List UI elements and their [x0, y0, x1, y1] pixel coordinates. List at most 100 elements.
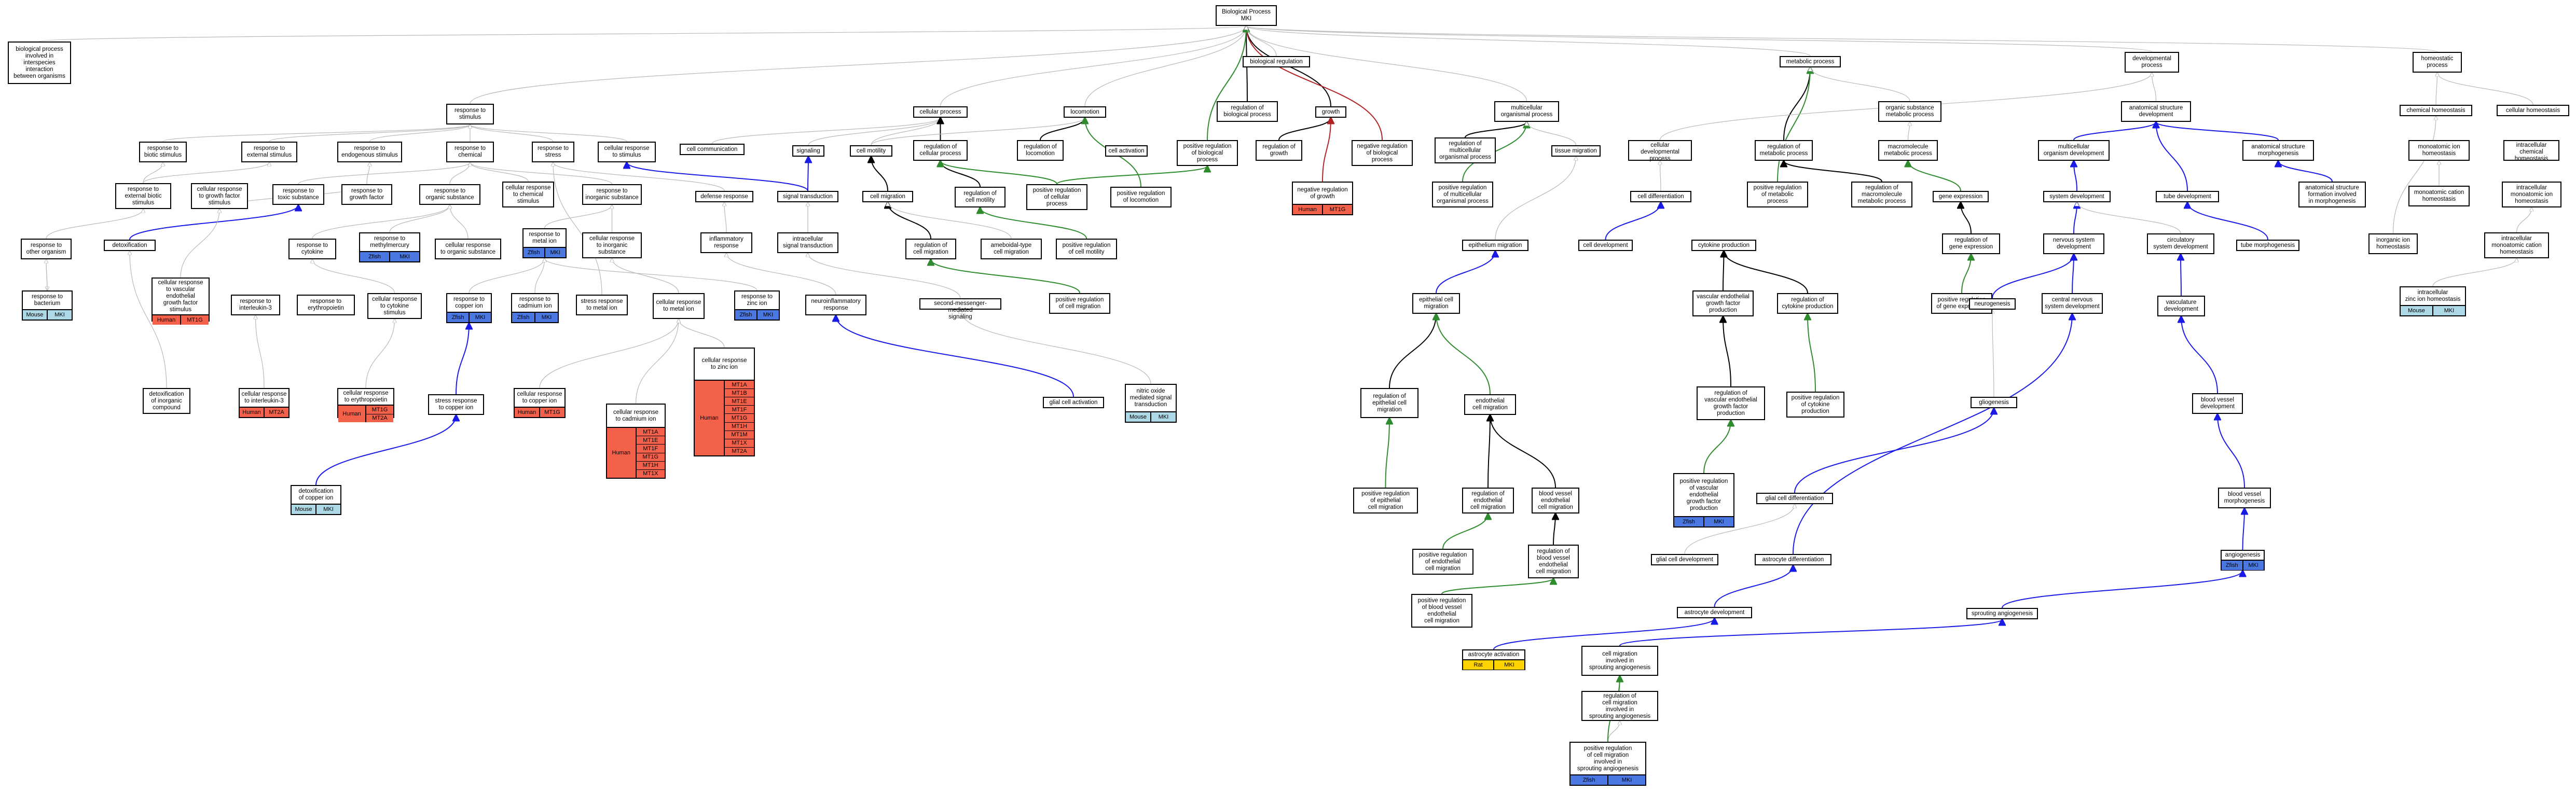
go-term-anatdev[interactable]: anatomical structure development — [2121, 101, 2191, 122]
go-term-orgsubmet[interactable]: organic substance metabolic process — [1878, 101, 1941, 122]
go-term-regcytoprod[interactable]: regulation of cytokine production — [1777, 293, 1838, 314]
go-term-regcellmiginv[interactable]: regulation of cell migration involved in… — [1581, 691, 1658, 721]
go-term-cellproc[interactable]: cellular process — [913, 106, 968, 118]
go-term-monohomeo[interactable]: monoatomic ion homeostasis — [2408, 140, 2470, 161]
go-term-regepimig[interactable]: regulation of epithelial cell migration — [1360, 388, 1418, 418]
go-term-regloco[interactable]: regulation of locomotion — [1017, 140, 1064, 161]
go-term-locomotion[interactable]: locomotion — [1064, 106, 1106, 118]
go-term-astrodev[interactable]: astrocyte development — [1677, 607, 1752, 618]
go-term-celldevproc[interactable]: cellular developmental process — [1628, 140, 1692, 162]
go-term-glialact[interactable]: glial cell activation — [1043, 397, 1104, 408]
go-term-rextbiotic[interactable]: response to external biotic stimulus — [115, 183, 171, 209]
go-term-posregvegf[interactable]: positive regulation of vascular endothel… — [1673, 473, 1734, 528]
go-term-crinterleukin[interactable]: response to interleukin-3 — [231, 295, 280, 315]
go-term-metabolic[interactable]: metabolic process — [1780, 56, 1841, 67]
go-term-regmacromet[interactable]: regulation of macromolecule metabolic pr… — [1851, 182, 1912, 207]
go-term-glialdev[interactable]: glial cell development — [1651, 554, 1718, 565]
go-term-celldiff[interactable]: cell differentiation — [1630, 191, 1691, 202]
go-term-bvmorph[interactable]: blood vessel morphogenesis — [2218, 488, 2271, 508]
go-term-secmsg[interactable]: second-messenger-mediated signaling — [919, 298, 1001, 320]
go-term-astrodiff[interactable]: astrocyte differentiation — [1755, 554, 1831, 565]
go-term-regbvendomig[interactable]: regulation of blood vessel endothelial c… — [1528, 545, 1579, 578]
go-term-posregcellmot[interactable]: positive regulation of cell motility — [1056, 239, 1117, 259]
go-term-rts[interactable]: response to stimulus — [446, 104, 494, 124]
go-term-sigtrans[interactable]: signal transduction — [777, 191, 838, 202]
go-term-crinorg[interactable]: cellular response to inorganic substance — [582, 232, 642, 258]
go-term-regmet[interactable]: regulation of metabolic process — [1755, 140, 1813, 161]
go-term-crgf[interactable]: cellular response to growth factor stimu… — [191, 183, 248, 209]
go-term-rother[interactable]: response to other organism — [21, 239, 72, 259]
go-term-intramonocation[interactable]: intracellular monoatomic cation homeosta… — [2484, 232, 2549, 258]
go-term-reggeneexp[interactable]: regulation of gene expression — [1942, 233, 2000, 254]
go-term-rext[interactable]: response to external stimulus — [241, 142, 297, 162]
go-term-regbp[interactable]: regulation of biological process — [1217, 101, 1278, 122]
go-term-epimig[interactable]: epithelium migration — [1462, 240, 1528, 251]
go-term-rorgsub[interactable]: response to organic substance — [419, 184, 480, 205]
go-term-signaling[interactable]: signaling — [792, 145, 824, 157]
go-term-circdev[interactable]: circulatory system development — [2147, 233, 2214, 254]
go-term-geneexp[interactable]: gene expression — [1933, 191, 1989, 202]
go-term-rerythro[interactable]: response to erythropoietin — [297, 295, 355, 315]
go-term-homeoproc[interactable]: homeostatic process — [2413, 52, 2462, 73]
go-term-cellact[interactable]: cell activation — [1105, 145, 1148, 157]
go-term-regcellproc[interactable]: regulation of cellular process — [913, 140, 968, 161]
go-term-devproc[interactable]: developmental process — [2125, 52, 2179, 73]
go-term-rcytokine[interactable]: response to cytokine — [288, 239, 336, 259]
go-term-growth[interactable]: growth — [1315, 106, 1346, 118]
go-term-multiproc[interactable]: multicellular organismal process — [1494, 101, 1559, 122]
go-term-sprouting[interactable]: sprouting angiogenesis — [1966, 608, 2038, 619]
go-term-crcytokine[interactable]: cellular response to cytokine stimulus — [367, 293, 422, 319]
go-term-cellmiginv[interactable]: cell migration involved in sprouting ang… — [1581, 646, 1658, 676]
go-term-regmulti[interactable]: regulation of multicellular organismal p… — [1435, 137, 1496, 163]
go-term-rendo[interactable]: response to endogenous stimulus — [337, 142, 402, 162]
go-term-crvegf[interactable]: cellular response to vascular endothelia… — [151, 277, 210, 325]
go-term-cellmig[interactable]: cell migration — [862, 191, 913, 202]
go-term-posregloco[interactable]: positive regulation of locomotion — [1110, 187, 1172, 207]
go-term-cellhomeo[interactable]: cellular homeostasis — [2497, 105, 2569, 116]
go-term-neurogenesis[interactable]: neurogenesis — [1969, 298, 2016, 310]
go-term-neuroinflam[interactable]: neuroinflammatory response — [805, 295, 866, 315]
go-term-intrasig[interactable]: intracellular signal transduction — [777, 232, 838, 253]
go-term-posregcellproc[interactable]: positive regulation of cellular process — [1026, 184, 1087, 210]
go-term-bvendomig[interactable]: blood vessel endothelial cell migration — [1532, 488, 1579, 514]
go-term-vegfprod[interactable]: vascular endothelial growth factor produ… — [1692, 290, 1754, 316]
go-term-posregepimig[interactable]: positive regulation of epithelial cell m… — [1353, 488, 1418, 514]
go-term-defresp[interactable]: defense response — [695, 191, 753, 202]
go-term-crchem[interactable]: cellular response to chemical stimulus — [502, 182, 554, 207]
go-term-celldev[interactable]: cell development — [1578, 240, 1633, 251]
go-term-glialdiff[interactable]: glial cell differentiation — [1756, 493, 1833, 504]
go-term-regvegfprod[interactable]: regulation of vascular endothelial growt… — [1697, 386, 1765, 420]
go-term-cnsdev[interactable]: central nervous system development — [2042, 293, 2103, 314]
go-term-chemhomeo[interactable]: chemical homeostasis — [2400, 105, 2472, 116]
go-term-posregbp[interactable]: positive regulation of biological proces… — [1177, 140, 1238, 166]
go-term-tissuemig[interactable]: tissue migration — [1551, 145, 1601, 157]
go-term-epicellmig[interactable]: epithelial cell migration — [1412, 293, 1460, 314]
go-term-posregcellmiginv[interactable]: positive regulation of cell migration in… — [1569, 742, 1646, 786]
go-term-cellmot[interactable]: cell motility — [850, 145, 892, 157]
go-term-crmetalion[interactable]: cellular response to metal ion — [653, 293, 705, 319]
go-term-intrachemhomeo[interactable]: intracellular chemical homeostasis — [2503, 140, 2559, 162]
go-term-endomig[interactable]: endothelial cell migration — [1464, 394, 1516, 415]
go-term-posregbvendo[interactable]: positive regulation of blood vessel endo… — [1411, 594, 1472, 628]
go-term-posregmet[interactable]: positive regulation of metabolic process — [1747, 182, 1808, 207]
go-term-posregcytoprod[interactable]: positive regulation of cytokine producti… — [1786, 392, 1844, 418]
go-term-detoxinorg[interactable]: detoxification of inorganic compound — [143, 388, 190, 414]
go-term-tubedev[interactable]: tube development — [2156, 191, 2219, 202]
go-term-sysdev[interactable]: system development — [2043, 191, 2111, 202]
go-term-crstim[interactable]: cellular response to stimulus — [598, 142, 656, 162]
go-term-intramonohomeo[interactable]: intracellular monoatomic ion homeostasis — [2502, 182, 2561, 207]
go-term-detox[interactable]: detoxification — [104, 240, 156, 251]
go-term-gliogenesis[interactable]: gliogenesis — [1971, 397, 2017, 408]
go-term-cytoprod[interactable]: cytokine production — [1691, 240, 1756, 251]
go-term-anatmorph[interactable]: anatomical structure morphogenesis — [2242, 140, 2314, 161]
